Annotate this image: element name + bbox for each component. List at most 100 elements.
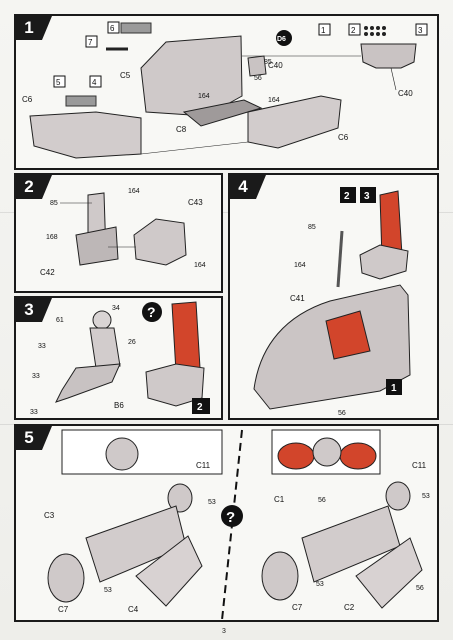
step-3-panel: 3 34 61 26 33 33 33 B6 ? 2: [14, 296, 223, 420]
label-53: 53: [208, 499, 216, 506]
engine-front: [105, 437, 139, 471]
seat-c43: [133, 218, 187, 266]
query-icon: [142, 302, 162, 322]
label-168: 168: [46, 234, 58, 241]
step-2-drawing: 85 164 168 C42 C43 164: [40, 188, 206, 277]
label-2: 2: [351, 26, 356, 35]
label-7: 7: [88, 38, 93, 47]
ref-step-number: 2: [197, 402, 203, 413]
decal-strip: [120, 22, 152, 34]
label-164-b: 164: [268, 97, 280, 104]
step-2-number: 2: [16, 175, 52, 199]
label-c40-center: C40: [268, 61, 283, 70]
fold-line: [0, 212, 453, 213]
label-c6: C6: [22, 95, 33, 104]
seat-base: [75, 226, 119, 266]
step-5-number: 5: [16, 426, 52, 450]
label-3: 3: [418, 26, 423, 35]
label-c1: C1: [274, 495, 285, 504]
label-c43: C43: [188, 198, 203, 207]
exhaust-c7: [261, 551, 299, 601]
seat-installed: [325, 310, 371, 360]
label-c7-right: C7: [292, 603, 303, 612]
ref-step-box-2: [340, 187, 356, 203]
step-4-drawing: 2 3 85 164 C41 56 1: [253, 187, 411, 417]
pilot-helmet: [92, 310, 112, 330]
inset-left: [61, 429, 223, 475]
label-26: 26: [128, 339, 136, 346]
cockpit-tub: [140, 35, 243, 117]
decal-strip: [65, 95, 97, 107]
cockpit-floor: [182, 99, 263, 127]
query-icon: [221, 505, 243, 527]
label-34: 34: [112, 305, 120, 312]
label-33: 33: [38, 343, 46, 350]
intake-red-left: [277, 442, 315, 470]
label-33-c: 33: [30, 409, 38, 416]
label-c3: C3: [44, 511, 55, 520]
panel-c2: [355, 537, 423, 609]
label-33-b: 33: [32, 373, 40, 380]
label-61: 61: [56, 317, 64, 324]
ref-step-3: 3: [364, 191, 370, 202]
engine-front: [312, 437, 342, 467]
decal-box-7: [85, 35, 98, 48]
ring-c11: [167, 483, 193, 513]
step-4-panel: 4 2 3 85 164 C41 56 1: [228, 173, 439, 420]
label-c41: C41: [290, 294, 305, 303]
fuselage-half-right: [247, 95, 342, 149]
instrument-panel-part: [360, 43, 417, 69]
panel-c4: [135, 535, 203, 607]
label-56: 56: [318, 497, 326, 504]
seat-base: [359, 244, 409, 280]
exhaust-c7: [47, 553, 85, 603]
leader-line: [390, 67, 397, 91]
label-c7: C7: [58, 605, 69, 614]
decal-box-6: [107, 21, 120, 34]
label-c2: C2: [344, 603, 355, 612]
label-53-d: 53: [316, 581, 324, 588]
step-1-panel: 1 6 7 5 4 1 2 3 C40: [14, 14, 439, 170]
label-6: 6: [110, 24, 115, 33]
decal-box-1: [318, 23, 331, 36]
decal-dots: [364, 26, 386, 36]
label-1: 1: [321, 26, 326, 35]
label-c6-right: C6: [338, 133, 349, 142]
step-1-number: 1: [16, 16, 52, 40]
ref-step-box-3: [360, 187, 376, 203]
step-3-drawing: 34 61 26 33 33 33 B6 ? 2: [30, 301, 210, 416]
pilot-torso: [89, 327, 121, 369]
label-56: 56: [338, 410, 346, 417]
label-c40: C40: [398, 89, 413, 98]
page-number: 3: [222, 628, 226, 635]
label-c5: C5: [120, 71, 131, 80]
label-56: 56: [254, 75, 262, 82]
decal-box-5: [53, 75, 66, 88]
ref-step-box: [192, 398, 210, 414]
label-164: 164: [198, 93, 210, 100]
seat-back-red: [171, 301, 201, 373]
step-5-drawing: ? C11 53 C3 C7 53 C4 C11 53 C1 56 C7 53 …: [44, 429, 430, 621]
label-85: 85: [308, 224, 316, 231]
label-4: 4: [92, 78, 97, 87]
label-c11-right: C11: [412, 461, 427, 470]
label-d6: D6: [277, 36, 286, 43]
label-164: 164: [128, 188, 140, 195]
label-53-b: 53: [104, 587, 112, 594]
label-53-c: 53: [422, 493, 430, 500]
label-c11: C11: [196, 461, 211, 470]
step-3-number: 3: [16, 298, 52, 322]
label-56-b: 56: [416, 585, 424, 592]
step-5-panel: 5 ? C11 53 C3 C7 53 C4: [14, 424, 439, 622]
fuselage-half-left: [29, 111, 142, 159]
query-mark: ?: [226, 509, 235, 526]
label-5: 5: [56, 78, 61, 87]
query-mark: ?: [147, 304, 156, 320]
ref-step-2: 2: [344, 191, 350, 202]
ref-step-box-1: [386, 379, 402, 395]
label-c8: C8: [176, 125, 187, 134]
callout-d6: [276, 30, 292, 46]
small-part: [247, 55, 267, 77]
decal-box-4: [89, 75, 102, 88]
